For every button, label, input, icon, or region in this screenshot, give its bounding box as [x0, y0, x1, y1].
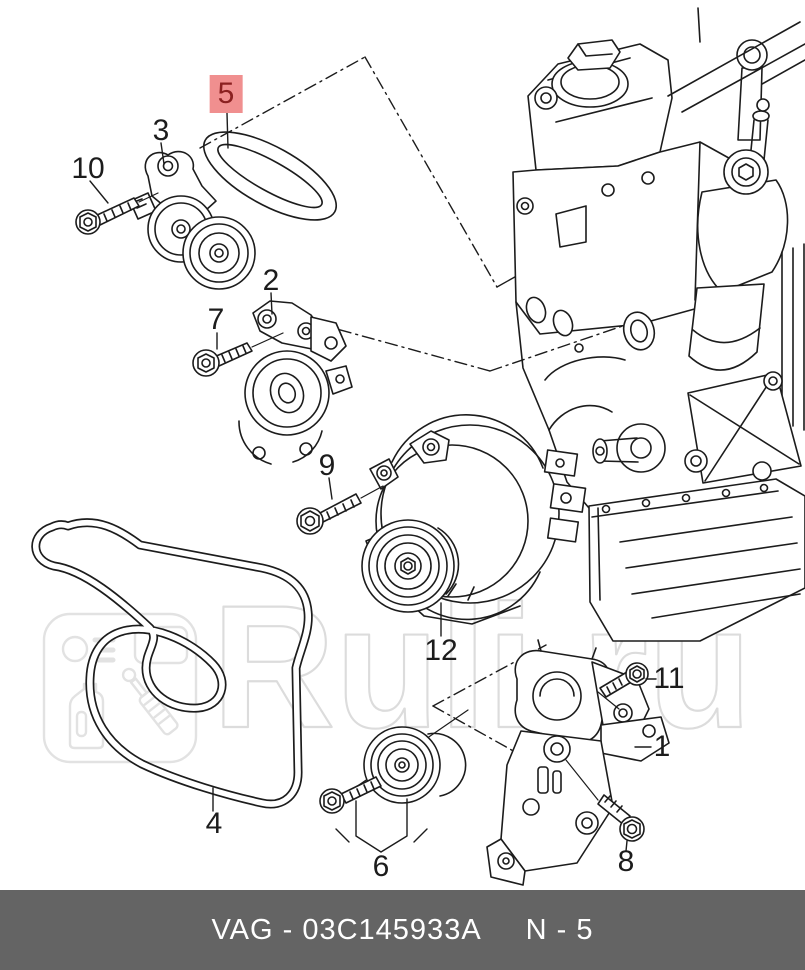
oil-pan	[588, 478, 805, 642]
footer-bar: VAG - 03C145933A N - 5	[0, 890, 805, 970]
oil-filter-housing	[696, 179, 789, 293]
callout-1: 1	[653, 730, 671, 763]
callout-6: 6	[372, 850, 390, 883]
callout-3: 3	[152, 114, 170, 147]
belt-4	[31, 518, 313, 809]
belt-tensioner-2	[238, 300, 353, 465]
bolt-10	[75, 192, 159, 235]
bolt-9	[296, 485, 384, 535]
belt-5	[202, 131, 338, 221]
footer-page-ref: N - 5	[525, 913, 594, 946]
callout-5: 5	[209, 75, 243, 113]
watermark-logo-icon	[42, 612, 198, 764]
idler-pulley-6	[319, 709, 469, 853]
callout-8: 8	[617, 845, 635, 878]
bolt-11	[597, 662, 649, 710]
engine-block	[512, 7, 805, 642]
bolt-7	[192, 332, 284, 377]
callout-12: 12	[424, 634, 458, 667]
callout-7: 7	[207, 303, 225, 336]
bolt-8	[565, 759, 645, 842]
callout-6-bracket	[335, 798, 428, 853]
callout-2: 2	[262, 264, 280, 297]
mounting-bracket-1	[486, 639, 670, 886]
alternator-12	[361, 414, 587, 625]
crankshaft-stub	[616, 423, 666, 473]
callout-9: 9	[318, 449, 336, 482]
callout-4: 4	[205, 807, 223, 840]
footer-part-code: VAG - 03C145933A	[211, 913, 482, 946]
callout-11: 11	[653, 662, 685, 695]
callout-leader-lines	[89, 112, 657, 852]
callout-10: 10	[71, 152, 105, 185]
ref-line-belt5-right	[364, 56, 498, 288]
